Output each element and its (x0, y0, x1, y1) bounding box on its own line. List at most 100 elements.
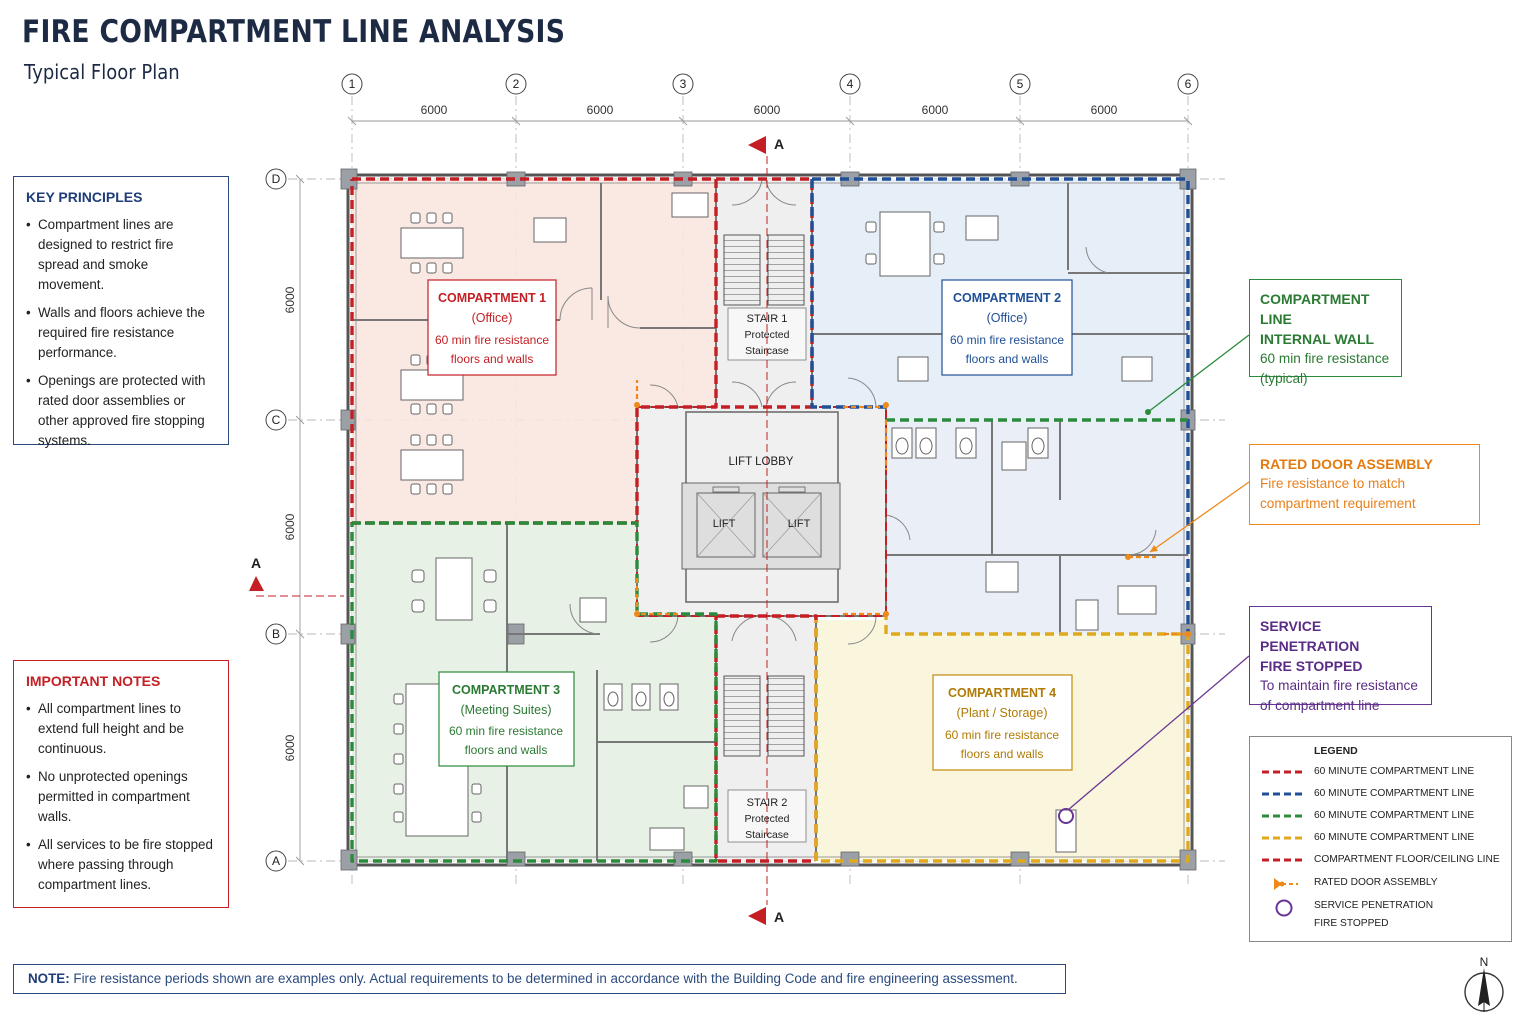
key-principles-panel: KEY PRINCIPLES Compartment lines are des… (13, 176, 229, 448)
penetration-circle-icon (1275, 899, 1293, 917)
dimension-label: 6000 (421, 103, 448, 117)
section-marker-label: A (774, 136, 784, 152)
stair-1-label: STAIR 1 (747, 313, 788, 325)
important-notes-panel: IMPORTANT NOTES All compartment lines to… (13, 660, 229, 908)
svg-text:(Plant / Storage): (Plant / Storage) (956, 706, 1047, 720)
legend-line-swatch (1262, 792, 1302, 796)
legend-label: RATED DOOR ASSEMBLY (1314, 877, 1438, 888)
legend-label: 60 MINUTE COMPARTMENT LINE (1314, 766, 1475, 777)
callout-body: Fire resistance to match (1260, 476, 1406, 491)
section-marker-label: A (774, 909, 784, 925)
callout-title: INTERNAL WALL (1260, 331, 1375, 347)
svg-text:COMPARTMENT 3: COMPARTMENT 3 (452, 683, 560, 697)
svg-text:COMPARTMENT 1: COMPARTMENT 1 (438, 291, 546, 305)
note-text: Fire resistance periods shown are exampl… (73, 971, 1018, 986)
grid-col-label: 2 (513, 77, 520, 91)
note-bar: NOTE: Fire resistance periods shown are … (13, 964, 1066, 994)
door-icon (1274, 878, 1298, 890)
callout-service-penetration: SERVICE PENETRATION FIRE STOPPED To main… (1249, 606, 1432, 713)
legend-label: 60 MINUTE COMPARTMENT LINE (1314, 788, 1475, 799)
legend-item: COMPARTMENT FLOOR/CEILING LINE (1260, 853, 1510, 869)
svg-text:COMPARTMENT 2: COMPARTMENT 2 (953, 291, 1061, 305)
legend-label: COMPARTMENT FLOOR/CEILING LINE (1314, 854, 1500, 865)
svg-text:60 min fire resistance: 60 min fire resistance (950, 333, 1064, 347)
callout-title: FIRE STOPPED (1260, 658, 1363, 674)
list-item: Openings are protected with rated door a… (26, 371, 216, 451)
grid-col-label: 5 (1017, 77, 1024, 91)
stair-2-label: Staircase (745, 829, 789, 841)
callout-body: To maintain fire resistance (1260, 678, 1418, 693)
note-label: NOTE: (28, 971, 70, 986)
grid-col-label: 3 (680, 77, 687, 91)
svg-text:floors and walls: floors and walls (961, 747, 1044, 761)
legend-label: 60 MINUTE COMPARTMENT LINE (1314, 810, 1475, 821)
callout-title: COMPARTMENT LINE (1260, 291, 1370, 327)
lift-lobby-label: LIFT LOBBY (729, 456, 794, 468)
svg-text:(Office): (Office) (987, 311, 1028, 325)
stair-1-label: Staircase (745, 345, 789, 357)
compartment-2-label: COMPARTMENT 2 (Office) 60 min fire resis… (941, 279, 1073, 376)
svg-text:N: N (1480, 955, 1489, 969)
grid-row-label: C (272, 413, 281, 427)
list-item: Compartment lines are designed to restri… (26, 215, 216, 295)
stair-1-flights (723, 234, 805, 757)
dimension-label: 6000 (1091, 103, 1118, 117)
legend-item: 60 MINUTE COMPARTMENT LINE (1260, 787, 1510, 803)
legend-panel: LEGEND 60 MINUTE COMPARTMENT LINE 60 MINU… (1249, 736, 1512, 942)
stair-2-label: Protected (745, 813, 790, 825)
callout-body: 60 min fire resistance (1260, 351, 1390, 366)
svg-text:60 min fire resistance: 60 min fire resistance (945, 728, 1059, 742)
stair-2-label: STAIR 2 (747, 797, 788, 809)
legend-title: LEGEND (1314, 745, 1358, 757)
lift-label: LIFT (788, 518, 811, 530)
important-notes-title: IMPORTANT NOTES (26, 673, 161, 689)
dimension-label: 6000 (283, 513, 297, 540)
stair-1-label: Protected (745, 329, 790, 341)
legend-line-swatch (1262, 770, 1302, 774)
dimension-label: 6000 (283, 734, 297, 761)
grid-col-label: 1 (349, 77, 356, 91)
grid-row-label: B (272, 627, 280, 641)
callout-title: RATED DOOR ASSEMBLY (1260, 456, 1433, 472)
lift-label: LIFT (713, 518, 736, 530)
svg-text:floors and walls: floors and walls (451, 352, 534, 366)
legend-line-swatch (1262, 858, 1302, 862)
svg-text:floors and walls: floors and walls (465, 743, 548, 757)
compartment-4-label: COMPARTMENT 4 (Plant / Storage) 60 min f… (932, 674, 1073, 771)
callout-body: (typical) (1260, 371, 1308, 386)
legend-label: SERVICE PENETRATION (1314, 900, 1434, 911)
svg-text:60 min fire resistance: 60 min fire resistance (435, 333, 549, 347)
grid-col-label: 4 (847, 77, 854, 91)
grid-row-label: D (272, 172, 281, 186)
legend-item: 60 MINUTE COMPARTMENT LINE (1260, 809, 1510, 825)
list-item: All services to be fire stopped where pa… (26, 835, 216, 895)
compartment-3-label: COMPARTMENT 3 (Meeting Suites) 60 min fi… (438, 671, 575, 767)
dimension-label: 6000 (587, 103, 614, 117)
svg-text:60 min fire resistance: 60 min fire resistance (449, 724, 563, 738)
grid-col-label: 6 (1185, 77, 1192, 91)
callout-body: compartment requirement (1260, 496, 1416, 511)
dimension-label: 6000 (754, 103, 781, 117)
list-item: All compartment lines to extend full hei… (26, 699, 216, 759)
callout-title: SERVICE PENETRATION (1260, 618, 1360, 654)
legend-item: RATED DOOR ASSEMBLY (1260, 876, 1510, 892)
callout-internal-wall: COMPARTMENT LINE INTERNAL WALL 60 min fi… (1249, 279, 1402, 386)
svg-text:COMPARTMENT 4: COMPARTMENT 4 (948, 686, 1056, 700)
legend-item: 60 MINUTE COMPARTMENT LINE (1260, 765, 1510, 781)
legend-line-swatch (1262, 814, 1302, 818)
dimension-label: 6000 (922, 103, 949, 117)
svg-text:(Meeting Suites): (Meeting Suites) (460, 703, 551, 717)
list-item: No unprotected openings permitted in com… (26, 767, 216, 827)
legend-item: 60 MINUTE COMPARTMENT LINE (1260, 831, 1510, 847)
legend-line-swatch (1262, 836, 1302, 840)
dimension-label: 6000 (283, 286, 297, 313)
compartment-1-label: COMPARTMENT 1 (Office) 60 min fire resis… (427, 279, 557, 376)
list-item: Walls and floors achieve the required fi… (26, 303, 216, 363)
section-marker-label: A (251, 555, 261, 571)
grid-row-label: A (272, 854, 280, 868)
page-subtitle: Typical Floor Plan (24, 60, 180, 84)
north-arrow-icon: N (1464, 955, 1504, 1012)
legend-label: 60 MINUTE COMPARTMENT LINE (1314, 832, 1475, 843)
